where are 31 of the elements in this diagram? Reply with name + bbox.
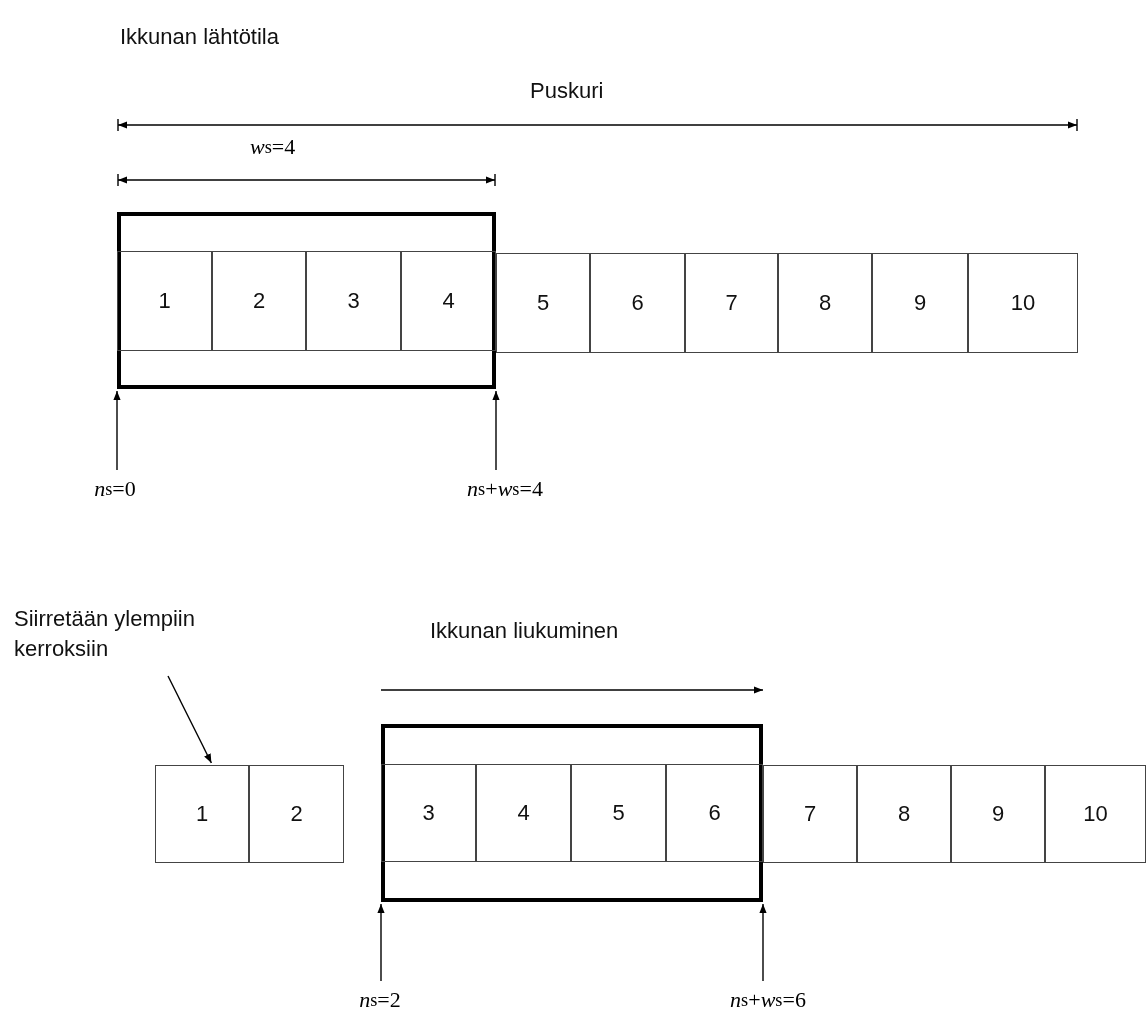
arrow	[377, 903, 385, 982]
buffer-slot: 4	[476, 764, 571, 862]
buffer-slot: 5	[571, 764, 666, 862]
arrow	[759, 903, 767, 982]
window-frame	[117, 212, 496, 389]
dimension-label: Puskuri	[530, 77, 604, 105]
buffer-slot: 8	[857, 765, 951, 863]
buffer-slot: 2	[212, 251, 306, 351]
buffer-slot: 6	[590, 253, 685, 353]
buffer-slot: 7	[763, 765, 857, 863]
buffer-slot: 9	[872, 253, 968, 353]
buffer-slot: 6	[666, 764, 763, 862]
arrow	[113, 390, 121, 471]
arrow	[167, 675, 213, 764]
caption-text: Ikkunan liukuminen	[430, 617, 619, 645]
buffer-slot: 8	[778, 253, 872, 353]
arrow	[492, 390, 500, 471]
buffer-slot: 3	[381, 764, 476, 862]
title-text: Ikkunan lähtötila	[120, 23, 279, 51]
buffer-slot: 1	[117, 251, 212, 351]
buffer-slot: 10	[1045, 765, 1146, 863]
buffer-slot: 3	[306, 251, 401, 351]
buffer-slot: 4	[401, 251, 496, 351]
buffer-slot: 10	[968, 253, 1078, 353]
buffer-slot: 2	[249, 765, 344, 863]
buffer-slot: 7	[685, 253, 778, 353]
window-frame	[381, 724, 763, 902]
note-text: Siirretään ylempiin kerroksiin	[14, 604, 294, 668]
buffer-slot: 9	[951, 765, 1045, 863]
buffer-slot: 1	[155, 765, 249, 863]
buffer-slot: 5	[496, 253, 590, 353]
